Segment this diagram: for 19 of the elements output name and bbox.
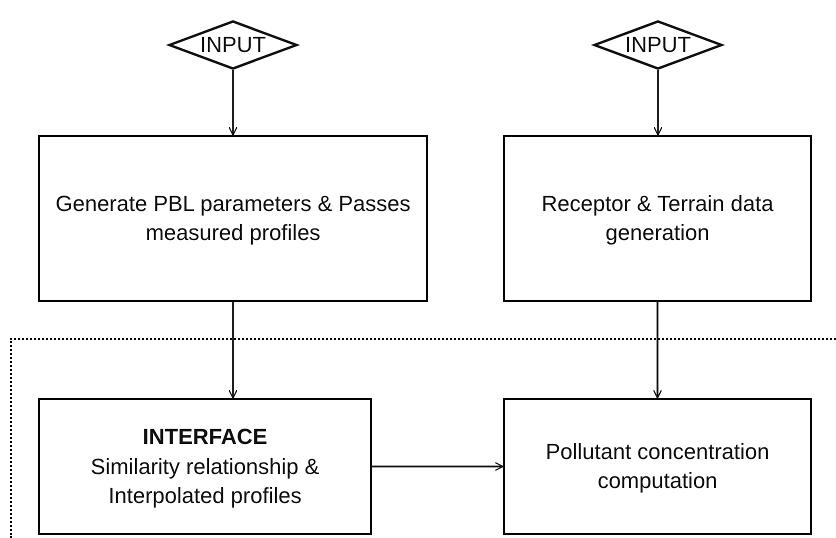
process-box — [503, 398, 812, 535]
process-box — [38, 398, 372, 535]
input-diamond — [168, 20, 298, 70]
arrow — [372, 462, 504, 472]
arrow — [228, 302, 238, 399]
process-box — [38, 135, 428, 302]
process-box — [503, 135, 812, 302]
arrow — [652, 302, 662, 399]
dotted-boundary — [10, 338, 836, 538]
input-label: INPUT — [624, 30, 692, 59]
box-text: Similarity relationship & Interpolated profiles — [90, 453, 320, 510]
box-heading: INTERFACE — [142, 422, 268, 451]
box-text: Pollutant concentration computation — [544, 438, 770, 495]
input-label: INPUT — [199, 30, 267, 59]
arrow — [653, 70, 663, 136]
box-text: Generate PBL parameters & Passes measured profiles — [54, 190, 412, 247]
box-text: Receptor & Terrain data generation — [540, 190, 774, 247]
input-diamond — [593, 20, 723, 70]
arrow — [228, 70, 238, 136]
